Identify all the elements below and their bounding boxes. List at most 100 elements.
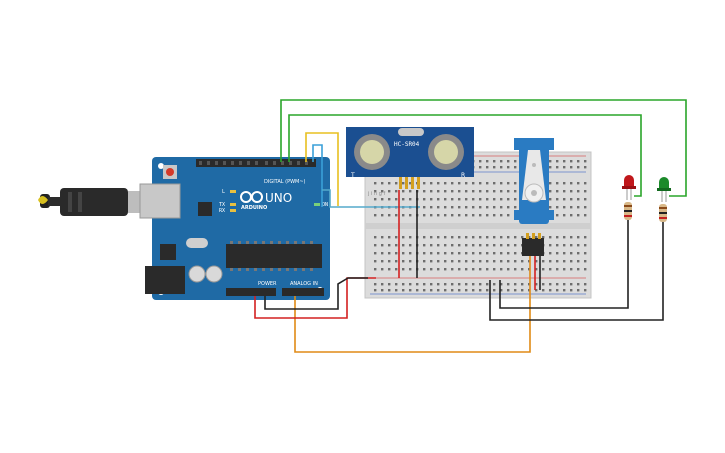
red-led[interactable] [622, 175, 636, 200]
breadboard-hole [465, 182, 468, 185]
breadboard-hole [388, 283, 391, 286]
row-label-top: j i h g f [367, 191, 385, 197]
breadboard-hole [549, 198, 552, 201]
breadboard-hole [563, 260, 566, 263]
breadboard-hole [458, 244, 461, 247]
breadboard-hole [514, 166, 517, 169]
breadboard-hole [493, 236, 496, 239]
breadboard-hole [584, 260, 587, 263]
breadboard-hole [563, 244, 566, 247]
breadboard-hole [479, 260, 482, 263]
servo-motor[interactable] [514, 138, 554, 256]
breadboard-hole [444, 260, 447, 263]
breadboard-hole [423, 190, 426, 193]
breadboard-hole [409, 244, 412, 247]
green-led[interactable] [657, 177, 671, 202]
breadboard-hole [577, 289, 580, 292]
breadboard-hole [458, 283, 461, 286]
breadboard-hole [388, 260, 391, 263]
breadboard-hole [374, 268, 377, 271]
breadboard-hole [430, 268, 433, 271]
breadboard-hole [444, 206, 447, 209]
breadboard-hole [542, 289, 545, 292]
breadboard-hole [479, 244, 482, 247]
breadboard-hole [493, 260, 496, 263]
breadboard-hole [577, 236, 580, 239]
sensor-t-mark: T [350, 172, 355, 179]
breadboard-hole [472, 244, 475, 247]
breadboard-hole [402, 214, 405, 217]
breadboard-hole [577, 214, 580, 217]
breadboard-hole [395, 214, 398, 217]
breadboard-hole [514, 190, 517, 193]
breadboard-hole [409, 260, 412, 263]
wires[interactable] [254, 99, 687, 353]
breadboard-hole [535, 283, 538, 286]
breadboard-hole [493, 283, 496, 286]
breadboard-hole [423, 206, 426, 209]
breadboard-hole [423, 198, 426, 201]
breadboard-hole [584, 268, 587, 271]
breadboard-hole [486, 214, 489, 217]
arduino-logo-text: ARDUINO [241, 205, 267, 211]
breadboard-hole [472, 289, 475, 292]
breadboard-hole [409, 198, 412, 201]
breadboard-hole [584, 236, 587, 239]
breadboard-hole [521, 283, 524, 286]
breadboard-hole [493, 190, 496, 193]
breadboard-hole [584, 166, 587, 169]
power-header-label: POWER [258, 281, 277, 287]
breadboard-hole [584, 182, 587, 185]
breadboard-hole [486, 160, 489, 163]
breadboard-hole [437, 190, 440, 193]
breadboard-hole [374, 182, 377, 185]
breadboard-hole [556, 268, 559, 271]
green-led-resistor[interactable] [659, 204, 667, 222]
breadboard-hole [381, 289, 384, 292]
breadboard-hole [395, 252, 398, 255]
hc-sr04-sensor[interactable]: HC-SR04 T R [346, 127, 474, 189]
breadboard-hole [570, 289, 573, 292]
breadboard-hole [556, 236, 559, 239]
breadboard-hole [395, 190, 398, 193]
breadboard-hole [465, 260, 468, 263]
breadboard-hole [570, 214, 573, 217]
breadboard-hole [584, 198, 587, 201]
breadboard-hole [577, 160, 580, 163]
breadboard-hole [402, 236, 405, 239]
red-led-resistor[interactable] [624, 202, 632, 220]
breadboard-hole [563, 166, 566, 169]
breadboard-hole [381, 236, 384, 239]
breadboard-hole [444, 214, 447, 217]
breadboard-hole [542, 268, 545, 271]
breadboard-hole [388, 198, 391, 201]
breadboard-hole [395, 283, 398, 286]
breadboard-hole [549, 244, 552, 247]
arduino-uno-board[interactable]: L TX RX ON ARDUINO UNO DIGITAL (PWM~) PO… [139, 157, 330, 300]
breadboard-hole [521, 289, 524, 292]
breadboard-hole [437, 206, 440, 209]
breadboard-hole [437, 198, 440, 201]
breadboard-hole [584, 252, 587, 255]
breadboard-hole [423, 252, 426, 255]
breadboard-hole [535, 289, 538, 292]
breadboard-hole [507, 214, 510, 217]
breadboard-hole [381, 244, 384, 247]
breadboard-hole [479, 190, 482, 193]
breadboard-hole [451, 260, 454, 263]
breadboard-hole [507, 283, 510, 286]
breadboard-hole [570, 244, 573, 247]
breadboard-hole [437, 244, 440, 247]
breadboard-hole [444, 182, 447, 185]
breadboard-hole [577, 206, 580, 209]
breadboard-hole [493, 198, 496, 201]
wire-yellow [305, 132, 339, 206]
usb-cable[interactable] [38, 188, 148, 216]
breadboard-hole [381, 268, 384, 271]
breadboard-hole [430, 236, 433, 239]
breadboard-hole [458, 289, 461, 292]
breadboard-hole [423, 260, 426, 263]
breadboard-hole [451, 252, 454, 255]
breadboard-hole [479, 236, 482, 239]
